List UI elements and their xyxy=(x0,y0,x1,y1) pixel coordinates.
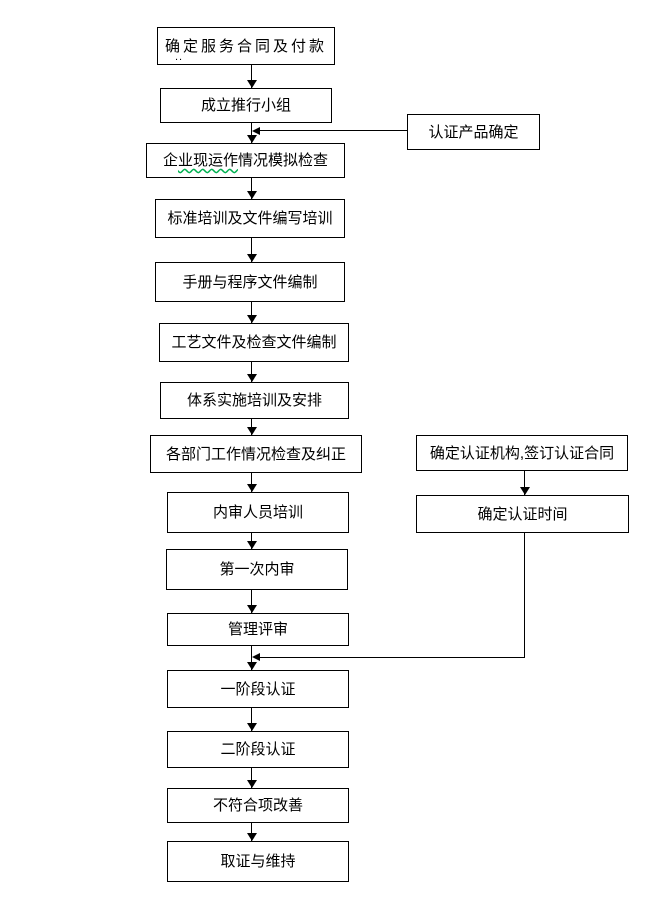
node-label: 二阶段认证 xyxy=(220,741,296,758)
node-label: 成立推行小组 xyxy=(200,97,291,114)
connector-body-to-time xyxy=(524,471,525,495)
node-label: 工艺文件及检查文件编制 xyxy=(171,334,337,351)
arrowhead-down xyxy=(247,315,257,323)
arrowhead-down xyxy=(247,723,257,731)
node-form-implementation-team: 成立推行小组 xyxy=(160,88,332,123)
node-label: 内审人员培训 xyxy=(212,504,303,521)
node-management-review: 管理评审 xyxy=(167,613,349,646)
arrowhead-down xyxy=(247,484,257,492)
arrowhead-down xyxy=(247,780,257,788)
node-simulated-check-of-current-operations: 企业现运作情况模拟检查 xyxy=(146,143,345,178)
arrowhead-left xyxy=(252,127,260,135)
node-standard-and-document-writing-training: 标准培训及文件编写培训 xyxy=(155,199,345,238)
connector-time-elbow-vertical xyxy=(524,533,525,658)
node-select-certification-body-and-sign-contract: 确定认证机构,签订认证合同 xyxy=(416,435,628,471)
connector-10-11 xyxy=(251,590,252,613)
node-label: 认证产品确定 xyxy=(428,123,519,141)
label-segment: 企 xyxy=(162,152,178,169)
arrowhead-down xyxy=(520,487,530,495)
node-nonconformity-improvement: 不符合项改善 xyxy=(167,788,349,823)
arrowhead-down xyxy=(247,254,257,262)
arrowhead-down xyxy=(247,80,257,88)
grammar-underlined-segment: 业现运作 xyxy=(177,152,238,169)
node-confirm-service-contract-and-payment: 确定服务合同及付款 .. xyxy=(157,27,335,65)
node-label: 企业现运作情况模拟检查 xyxy=(163,153,328,168)
node-process-and-inspection-document-preparation: 工艺文件及检查文件编制 xyxy=(159,323,349,362)
node-label: 确定认证机构,签订认证合同 xyxy=(429,444,615,462)
node-label: 体系实施培训及安排 xyxy=(186,392,322,409)
arrowhead-down xyxy=(247,541,257,549)
connector-2-3 xyxy=(251,123,252,143)
arrowhead-down xyxy=(247,135,257,143)
connector-1-2 xyxy=(251,65,252,88)
node-department-work-check-and-correction: 各部门工作情况检查及纠正 xyxy=(150,435,362,473)
arrowhead-down xyxy=(247,427,257,435)
node-obtain-and-maintain-certificate: 取证与维持 xyxy=(167,841,349,882)
node-label: 标准培训及文件编写培训 xyxy=(167,210,333,227)
node-label: 确定认证时间 xyxy=(477,505,568,523)
node-label: 取证与维持 xyxy=(220,853,296,870)
connector-6-7 xyxy=(251,362,252,382)
node-internal-auditor-training: 内审人员培训 xyxy=(167,492,349,533)
connector-8-9 xyxy=(251,473,252,492)
node-certification-product-determination: 认证产品确定 xyxy=(407,114,540,150)
node-label: 第一次内审 xyxy=(219,561,295,578)
connector-certification-product-to-main-flow xyxy=(260,130,407,131)
stray-dots-mark: .. xyxy=(175,51,184,63)
connector-13-14 xyxy=(251,768,252,788)
arrowhead-left xyxy=(252,653,260,661)
node-manual-and-procedure-document-preparation: 手册与程序文件编制 xyxy=(155,262,345,302)
connector-5-6 xyxy=(251,302,252,323)
arrowhead-down xyxy=(247,605,257,613)
arrowhead-down xyxy=(247,374,257,382)
node-label: 确定服务合同及付款 xyxy=(164,37,327,55)
connector-11-12 xyxy=(251,646,252,670)
node-label: 各部门工作情况检查及纠正 xyxy=(165,445,346,463)
connector-14-15 xyxy=(251,823,252,841)
node-stage-two-certification: 二阶段认证 xyxy=(167,731,349,768)
node-confirm-certification-time: 确定认证时间 xyxy=(416,495,629,533)
node-label: 手册与程序文件编制 xyxy=(182,273,318,291)
node-first-internal-audit: 第一次内审 xyxy=(166,549,348,590)
connector-3-4 xyxy=(251,178,252,199)
arrowhead-down xyxy=(247,662,257,670)
connector-12-13 xyxy=(251,708,252,731)
node-label: 不符合项改善 xyxy=(212,797,303,814)
connector-time-elbow-horizontal xyxy=(260,657,525,658)
label-segment: 情况模拟检查 xyxy=(238,152,329,169)
node-stage-one-certification: 一阶段认证 xyxy=(167,670,349,708)
arrowhead-down xyxy=(247,833,257,841)
node-label: 管理评审 xyxy=(227,621,288,638)
node-label: 一阶段认证 xyxy=(220,680,296,698)
arrowhead-down xyxy=(247,191,257,199)
node-system-implementation-training-and-arrangement: 体系实施培训及安排 xyxy=(160,382,349,419)
connector-4-5 xyxy=(251,238,252,262)
